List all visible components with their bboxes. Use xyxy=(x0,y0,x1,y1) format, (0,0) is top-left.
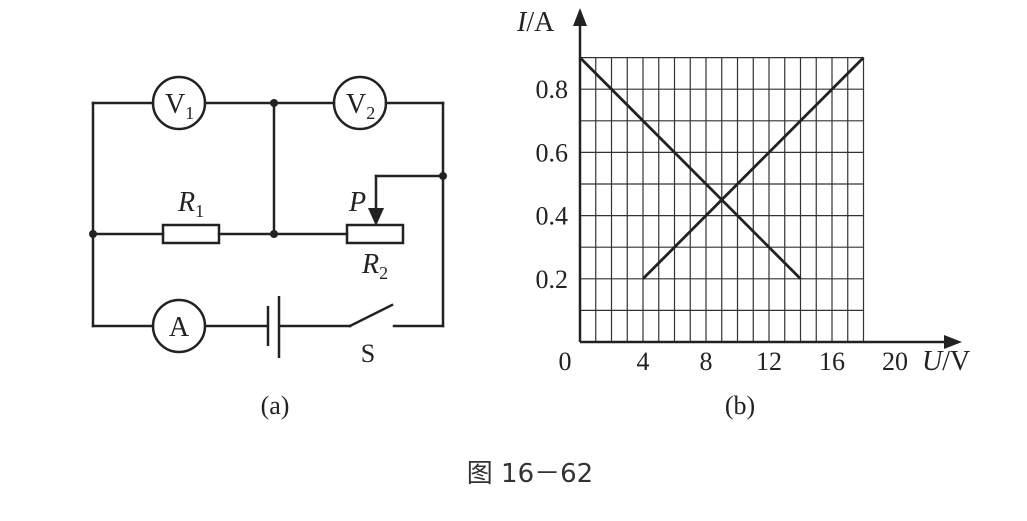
svg-text:U/V: U/V xyxy=(922,346,970,377)
ammeter-label: A xyxy=(169,312,190,343)
voltmeter-v2: V2 xyxy=(332,75,388,131)
svg-text:I/A: I/A xyxy=(516,7,555,38)
switch-label: S xyxy=(361,339,375,368)
r1-letter: R xyxy=(177,187,195,218)
y-axis-arrow xyxy=(573,8,587,26)
x-tick-label: 8 xyxy=(700,347,713,376)
y-tick-label: 0.2 xyxy=(536,265,569,294)
slider-arrow xyxy=(368,208,384,226)
origin-label: 0 xyxy=(559,347,572,376)
svg-text:V1: V1 xyxy=(165,89,194,123)
tick-labels: 4 8 12 16 20 0.2 0.4 0.6 0.8 xyxy=(536,75,909,376)
x-tick-label: 4 xyxy=(637,347,650,376)
caption-a: (a) xyxy=(261,391,290,420)
ammeter: A xyxy=(151,298,207,354)
graph: 4 8 12 16 20 0.2 0.4 0.6 0.8 I/A U/V 0 (b) xyxy=(516,7,970,420)
y-axis-unit: /A xyxy=(526,7,555,38)
svg-text:R1: R1 xyxy=(177,187,204,221)
voltmeter-v1: V1 xyxy=(151,75,207,131)
x-axis-unit: /V xyxy=(942,346,970,377)
y-tick-label: 0.6 xyxy=(536,138,569,167)
junction-dot xyxy=(270,230,278,238)
x-axis-var: U xyxy=(922,346,944,377)
y-tick-label: 0.8 xyxy=(536,75,569,104)
y-axis-var: I xyxy=(516,7,528,38)
slider-label: P xyxy=(348,187,366,218)
x-tick-label: 20 xyxy=(882,347,908,376)
x-axis-arrow xyxy=(944,335,962,349)
r2-sub: 2 xyxy=(379,263,388,283)
series-line-2 xyxy=(642,56,865,280)
figure-caption: 图 16－62 xyxy=(467,459,593,489)
r1-sub: 1 xyxy=(195,201,204,221)
series xyxy=(579,56,865,280)
caption-b: (b) xyxy=(725,391,755,420)
v1-letter: V xyxy=(165,89,185,120)
v2-letter: V xyxy=(346,89,366,120)
resistor-r2 xyxy=(345,223,405,245)
junction-dot xyxy=(270,99,278,107)
resistor-r1 xyxy=(161,223,221,245)
junction-dot xyxy=(89,230,97,238)
v1-sub: 1 xyxy=(185,103,194,123)
axes xyxy=(573,8,962,349)
r2-letter: R xyxy=(361,249,379,280)
circuit-diagram: V1 V2 R1 R2 P A S (a) xyxy=(89,75,447,420)
y-tick-label: 0.4 xyxy=(536,202,569,231)
switch-blade xyxy=(348,303,394,328)
junction-dot xyxy=(439,172,447,180)
x-tick-label: 12 xyxy=(756,347,782,376)
series-line-1 xyxy=(579,56,802,280)
svg-text:R2: R2 xyxy=(361,249,388,283)
svg-text:V2: V2 xyxy=(346,89,375,123)
v2-sub: 2 xyxy=(366,103,375,123)
x-tick-label: 16 xyxy=(819,347,845,376)
